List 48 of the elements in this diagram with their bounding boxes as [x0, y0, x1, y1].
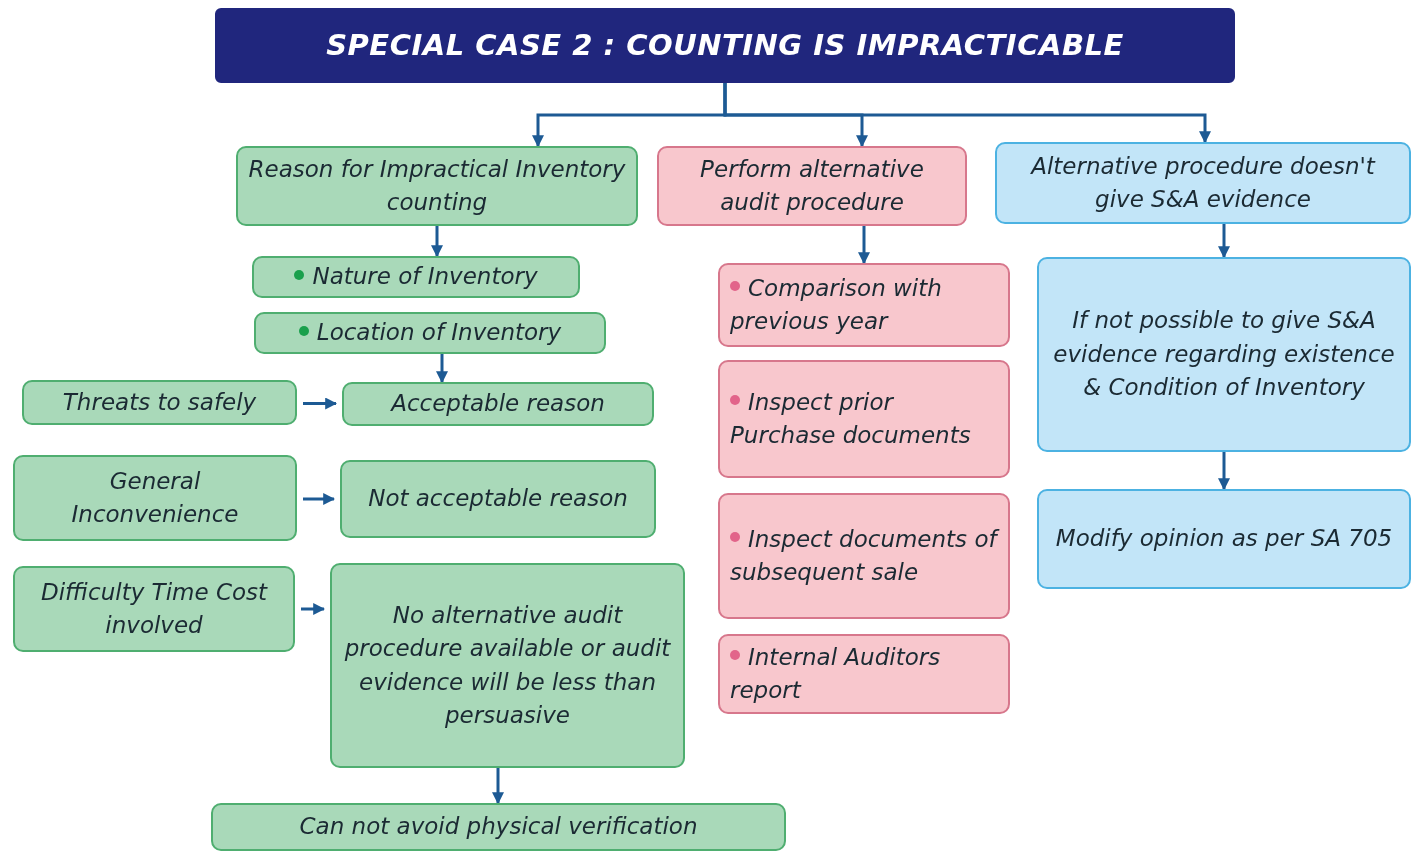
arrow — [303, 397, 338, 410]
process-box — [995, 142, 1411, 224]
process-box — [718, 360, 1010, 478]
process-box — [254, 312, 606, 354]
process-box — [340, 460, 656, 538]
process-box — [13, 566, 295, 652]
arrow — [858, 226, 870, 265]
box-text: Nature of Inventory — [294, 260, 538, 294]
arrow — [723, 83, 1211, 144]
box-text: Threats to safely — [62, 387, 257, 417]
process-box — [13, 455, 297, 541]
box-text: Inspect documents of subsequent sale — [730, 522, 998, 590]
box-text: Internal Auditors report — [730, 642, 942, 705]
process-box — [342, 382, 654, 426]
box-text: If not possible to give S&A evidence regarding existence & Condition of Inventory — [1052, 306, 1396, 403]
process-box — [1037, 489, 1411, 589]
box-text: General Inconvenience — [70, 466, 240, 529]
arrow — [431, 226, 443, 258]
box-text: Difficulty Time Cost involved — [39, 577, 269, 640]
box-text: Acceptable reason — [391, 389, 605, 419]
process-box — [236, 146, 638, 226]
arrow — [1218, 452, 1230, 491]
box-text: Modify opinion as per SA 705 — [1055, 524, 1393, 554]
box-text: Reason for Impractical Inventory counting — [248, 154, 626, 217]
box-text: Not acceptable reason — [368, 484, 628, 514]
process-box — [718, 634, 1010, 714]
box-text: Comparison with previous year — [730, 273, 943, 336]
box-text: Alternative procedure doesn't give S&A evidence — [1029, 151, 1377, 214]
title-text: SPECIAL CASE 2 : COUNTING IS IMPRACTICABLE — [326, 27, 1124, 65]
process-box — [330, 563, 685, 768]
box-text: Location of Inventory — [298, 316, 562, 350]
box-text: Perform alternative audit procedure — [699, 154, 925, 217]
box-text: Can not avoid physical verification — [299, 812, 698, 842]
arrow — [1218, 224, 1230, 259]
arrow — [303, 493, 336, 505]
process-box — [22, 380, 297, 425]
process-box — [657, 146, 967, 226]
process-box — [211, 803, 786, 851]
box-text: Inspect prior Purchase documents — [730, 387, 972, 450]
process-box — [718, 493, 1010, 619]
arrow — [301, 603, 326, 615]
arrow — [492, 768, 504, 805]
process-box — [252, 256, 580, 298]
title-banner — [215, 8, 1235, 83]
arrow — [436, 354, 448, 384]
process-box — [1037, 257, 1411, 452]
process-box — [718, 263, 1010, 347]
box-text: No alternative audit procedure available or audit evidence will be less than persuasive — [343, 600, 672, 730]
